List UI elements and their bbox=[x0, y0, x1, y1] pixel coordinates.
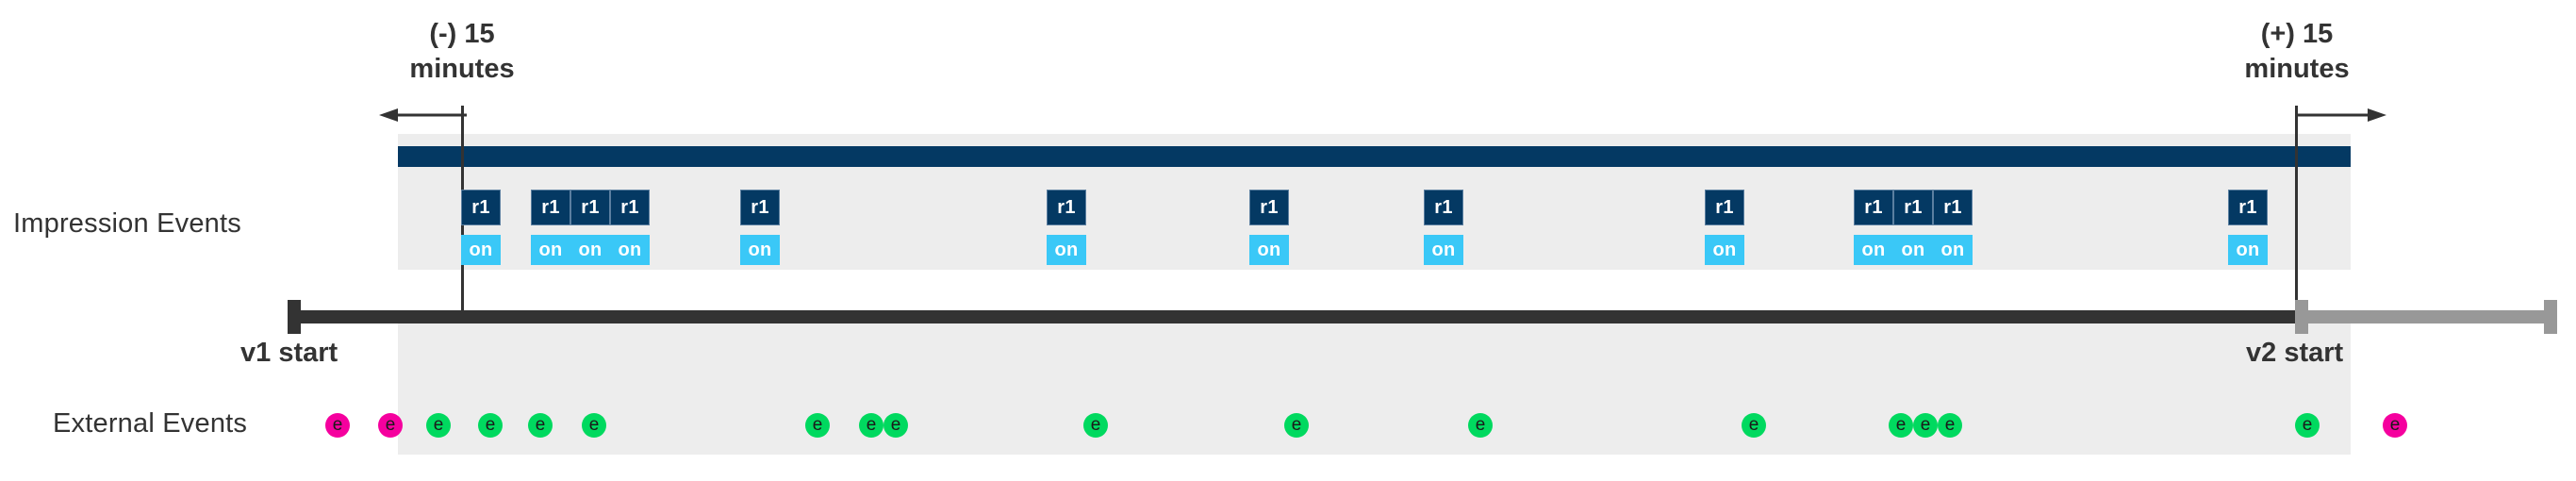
external-event-dot-in-window[interactable]: e bbox=[1284, 413, 1309, 438]
impression-event-chip-stack[interactable]: r1 on bbox=[1933, 190, 1973, 265]
impression-chip-on[interactable]: on bbox=[610, 235, 650, 265]
v2-start-label: v2 start bbox=[2246, 338, 2344, 368]
impression-event-chip-stack[interactable]: r1 on bbox=[610, 190, 650, 265]
callout-plus-15: (+) 15 minutes bbox=[2193, 17, 2401, 87]
impression-chip-r1[interactable]: r1 bbox=[461, 190, 501, 225]
impression-event-chip-stack[interactable]: r1 on bbox=[1854, 190, 1893, 265]
impression-event-chip-stack[interactable]: r1 on bbox=[570, 190, 610, 265]
impression-event-chip-stack[interactable]: r1 on bbox=[1047, 190, 1086, 265]
impression-event-chip-stack[interactable]: r1 on bbox=[740, 190, 780, 265]
callout-minus-15-line1: (-) 15 bbox=[429, 19, 495, 49]
impression-chip-r1[interactable]: r1 bbox=[610, 190, 650, 225]
right-arrow-icon bbox=[2297, 108, 2386, 122]
external-event-dot-in-window[interactable]: e bbox=[582, 413, 606, 438]
impression-event-chip-stack[interactable]: r1 on bbox=[2228, 190, 2268, 265]
v1-start-label: v1 start bbox=[240, 338, 339, 368]
impression-chip-r1[interactable]: r1 bbox=[1933, 190, 1973, 225]
impression-chip-on[interactable]: on bbox=[531, 235, 570, 265]
right-window-guide-line bbox=[2295, 106, 2298, 323]
callout-minus-15: (-) 15 minutes bbox=[358, 17, 566, 87]
impression-chip-on[interactable]: on bbox=[1705, 235, 1744, 265]
external-event-dot-in-window[interactable]: e bbox=[528, 413, 553, 438]
external-event-dot-in-window[interactable]: e bbox=[859, 413, 883, 438]
attribution-window-shade-lower bbox=[398, 321, 2351, 455]
external-event-dot-in-window[interactable]: e bbox=[426, 413, 451, 438]
impression-chip-r1[interactable]: r1 bbox=[531, 190, 570, 225]
external-event-dot-in-window[interactable]: e bbox=[1938, 413, 1962, 438]
external-event-dot-in-window[interactable]: e bbox=[478, 413, 503, 438]
v1-timeline-bar bbox=[288, 310, 2299, 323]
impression-chip-on[interactable]: on bbox=[1933, 235, 1973, 265]
external-event-dot-in-window[interactable]: e bbox=[1742, 413, 1766, 438]
impression-chip-on[interactable]: on bbox=[570, 235, 610, 265]
impression-chip-on[interactable]: on bbox=[1249, 235, 1289, 265]
impression-event-chip-stack[interactable]: r1 on bbox=[531, 190, 570, 265]
impression-event-chip-stack[interactable]: r1 on bbox=[1249, 190, 1289, 265]
impression-chip-on[interactable]: on bbox=[461, 235, 501, 265]
impression-chip-r1[interactable]: r1 bbox=[1854, 190, 1893, 225]
callout-plus-15-line2: minutes bbox=[2244, 54, 2350, 85]
callout-plus-15-line1: (+) 15 bbox=[2260, 19, 2334, 49]
callout-minus-15-line2: minutes bbox=[409, 54, 515, 85]
impression-chip-r1[interactable]: r1 bbox=[570, 190, 610, 225]
impression-chip-r1[interactable]: r1 bbox=[2228, 190, 2268, 225]
row-label-external-events: External Events bbox=[53, 408, 248, 439]
impression-chip-r1[interactable]: r1 bbox=[1249, 190, 1289, 225]
left-arrow-icon bbox=[379, 108, 467, 122]
impression-chip-on[interactable]: on bbox=[2228, 235, 2268, 265]
impression-event-chip-stack[interactable]: r1 on bbox=[1893, 190, 1933, 265]
impression-chip-r1[interactable]: r1 bbox=[1893, 190, 1933, 225]
impression-event-chip-stack[interactable]: r1 on bbox=[1424, 190, 1463, 265]
external-event-dot-in-window[interactable]: e bbox=[1468, 413, 1493, 438]
impression-chip-r1[interactable]: r1 bbox=[1424, 190, 1463, 225]
impression-chip-on[interactable]: on bbox=[1893, 235, 1933, 265]
impression-chip-on[interactable]: on bbox=[1854, 235, 1893, 265]
impression-event-chip-stack[interactable]: r1 on bbox=[461, 190, 501, 265]
external-event-dot-in-window[interactable]: e bbox=[805, 413, 830, 438]
external-event-dot-in-window[interactable]: e bbox=[2295, 413, 2320, 438]
impression-chip-r1[interactable]: r1 bbox=[1047, 190, 1086, 225]
external-event-dot-out-of-window[interactable]: e bbox=[325, 413, 350, 438]
impression-chip-on[interactable]: on bbox=[1424, 235, 1463, 265]
external-event-dot-in-window[interactable]: e bbox=[1083, 413, 1108, 438]
version-bar bbox=[398, 146, 2351, 167]
external-event-dot-in-window[interactable]: e bbox=[1889, 413, 1913, 438]
external-event-dot-in-window[interactable]: e bbox=[1913, 413, 1938, 438]
impression-chip-r1[interactable]: r1 bbox=[1705, 190, 1744, 225]
external-event-dot-in-window[interactable]: e bbox=[883, 413, 908, 438]
v2-timeline-end-cap bbox=[2544, 300, 2557, 334]
row-label-impression-events: Impression Events bbox=[13, 208, 241, 239]
external-event-dot-out-of-window[interactable]: e bbox=[378, 413, 403, 438]
impression-chip-on[interactable]: on bbox=[1047, 235, 1086, 265]
impression-event-chip-stack[interactable]: r1 on bbox=[1705, 190, 1744, 265]
impression-chip-on[interactable]: on bbox=[740, 235, 780, 265]
v2-timeline-bar-fill bbox=[2295, 310, 2557, 323]
external-event-dot-out-of-window[interactable]: e bbox=[2383, 413, 2407, 438]
impression-chip-r1[interactable]: r1 bbox=[740, 190, 780, 225]
